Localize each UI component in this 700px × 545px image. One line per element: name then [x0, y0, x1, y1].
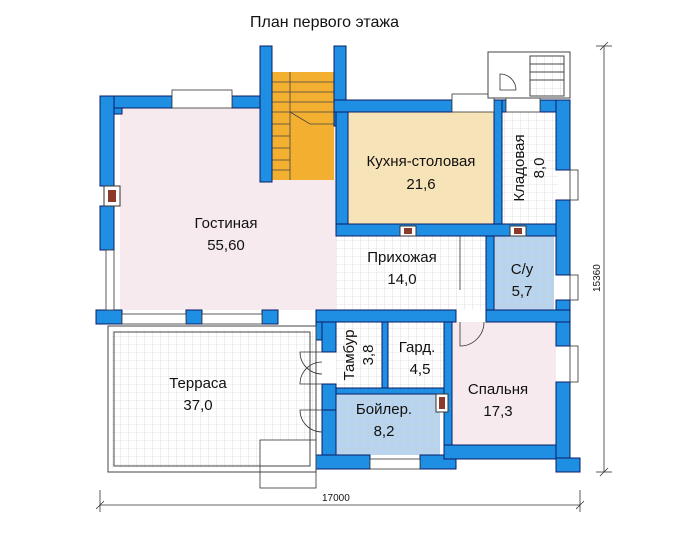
bathroom-name: С/у	[511, 261, 534, 278]
terrace-name: Терраса	[169, 375, 227, 392]
wardrobe-area: 4,5	[410, 361, 431, 378]
fireplaces	[103, 185, 527, 413]
hall-area: 14,0	[387, 271, 416, 288]
bedroom-fill	[452, 322, 556, 450]
kitchen-area: 21,6	[406, 176, 435, 193]
kitchen-name: Кухня-столовая	[367, 153, 476, 170]
vestibule-area: 3,8	[360, 345, 377, 366]
wardrobe-name: Гард.	[399, 339, 436, 356]
windows	[105, 89, 579, 489]
boiler-grid	[336, 393, 440, 455]
boiler-name: Бойлер.	[356, 401, 412, 418]
hall-fill	[336, 236, 488, 310]
stair-fill	[272, 72, 334, 180]
bedroom-name: Спальня	[468, 381, 528, 398]
pantry-fill	[500, 112, 558, 224]
kitchen-fill	[347, 112, 495, 224]
vestibule-fill	[336, 322, 382, 388]
plan-title: План первого этажа	[250, 14, 399, 31]
dimension-width: 17000	[322, 493, 350, 504]
room-fills	[112, 72, 558, 468]
terrace-border	[107, 325, 317, 473]
room-labels: Гостиная 55,60 Кухня-столовая 21,6 Кладо…	[169, 134, 548, 440]
bedroom-area: 17,3	[483, 403, 512, 420]
walls	[95, 45, 581, 473]
pantry-name: Кладовая	[511, 134, 528, 201]
doors	[299, 73, 517, 433]
living-room-name: Гостиная	[195, 215, 258, 232]
living-room-area: 55,60	[207, 237, 245, 254]
hall-name: Прихожая	[367, 249, 437, 266]
dimension-lines	[95, 41, 612, 512]
bathroom-area: 5,7	[512, 283, 533, 300]
staircase	[272, 72, 334, 180]
wardrobe-fill	[388, 322, 444, 388]
vestibule-name: Тамбур	[341, 330, 358, 381]
bathroom-grid	[490, 236, 554, 310]
dimension-height: 15360	[592, 264, 603, 292]
pantry-area: 8,0	[531, 158, 548, 179]
terrace-area: 37,0	[183, 397, 212, 414]
boiler-area: 8,2	[374, 423, 395, 440]
